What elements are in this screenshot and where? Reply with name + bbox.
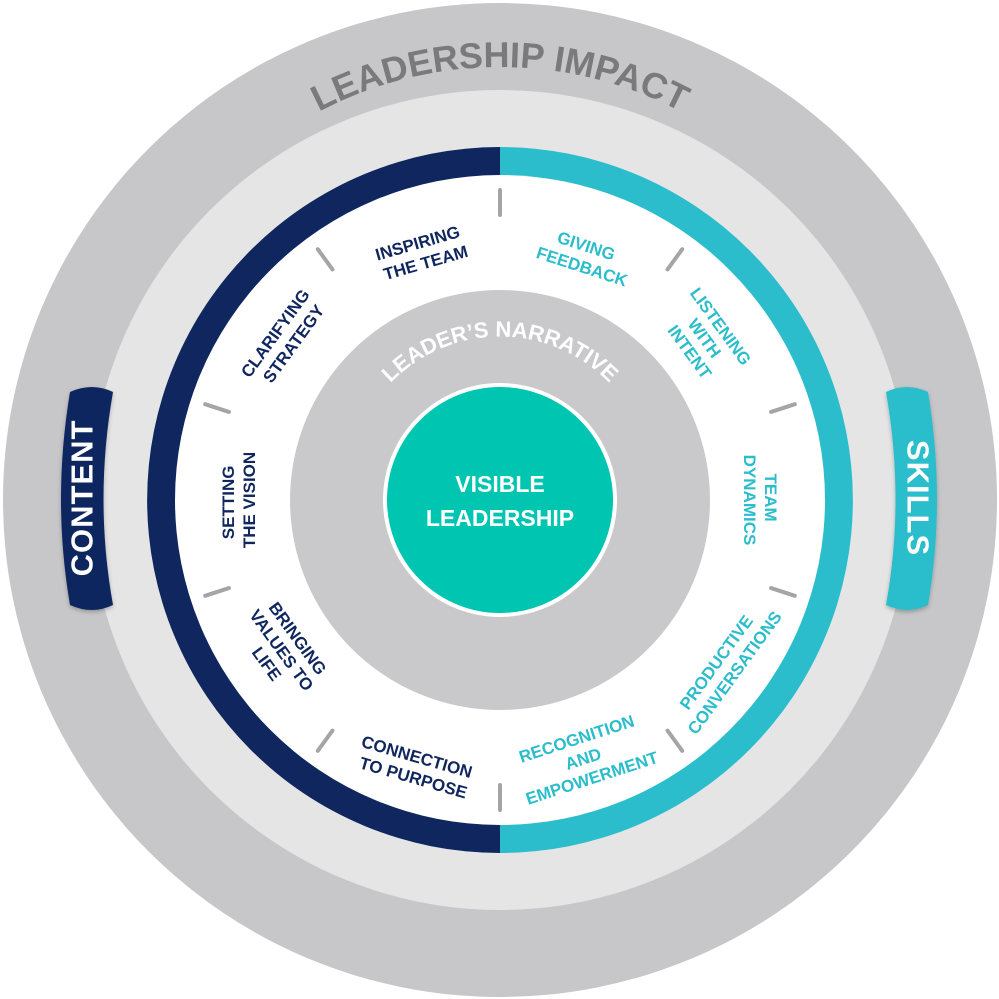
content-tab-label: CONTENT bbox=[65, 420, 100, 577]
segment-separator bbox=[203, 586, 231, 598]
segment-separator bbox=[665, 728, 685, 753]
segment-separators bbox=[203, 188, 797, 812]
segment-separator bbox=[203, 402, 231, 414]
segment-separator bbox=[769, 402, 797, 414]
content-tab bbox=[61, 387, 113, 610]
segment-setting-the-vision: SETTING THE VISION bbox=[219, 452, 259, 548]
segment-separator bbox=[665, 247, 685, 272]
center-line-2: LEADERSHIP bbox=[426, 505, 574, 531]
segment-separator bbox=[315, 247, 335, 272]
center-circle bbox=[383, 383, 617, 617]
segment-separator bbox=[769, 586, 797, 598]
skills-tab-label: SKILLS bbox=[901, 440, 936, 556]
segment-team-dynamics: TEAM DYNAMICS bbox=[740, 455, 780, 546]
skills-tab bbox=[886, 387, 937, 610]
segment-separator bbox=[315, 728, 335, 753]
center-line-1: VISIBLE bbox=[455, 471, 544, 497]
